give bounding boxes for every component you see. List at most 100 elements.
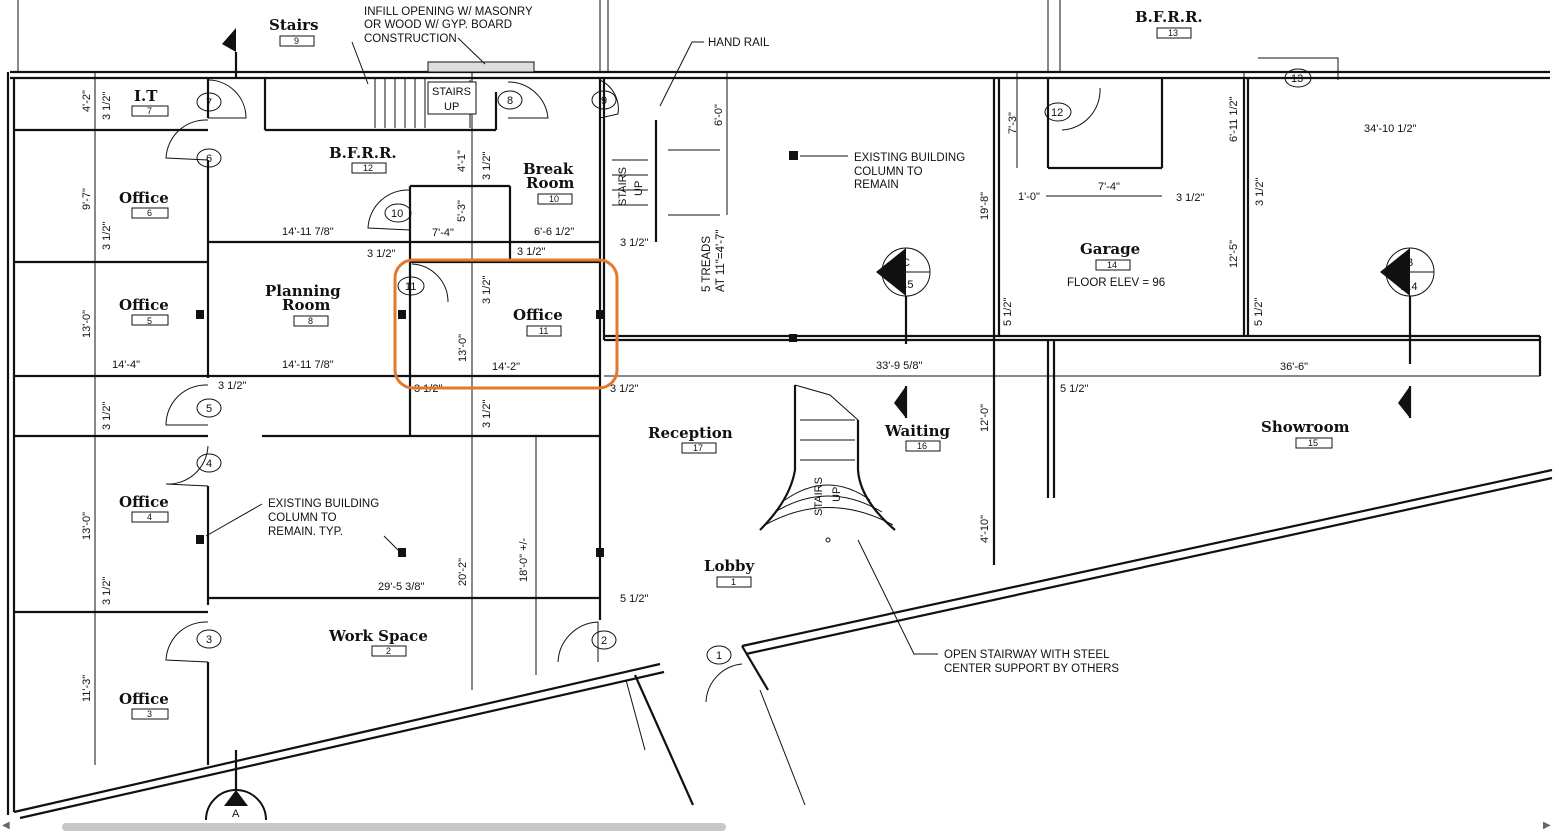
- section-markers: C A.5 B A.4 A: [205, 28, 1435, 821]
- dim-label: 3 1/2": [620, 237, 648, 249]
- room-name-line2: Room: [282, 296, 330, 314]
- section-sheet: A.5: [897, 279, 914, 291]
- room-number: 3: [147, 709, 152, 719]
- dim-label: 29'-5 3/8": [378, 581, 424, 593]
- door-tag: 4: [206, 458, 212, 470]
- door-tag: 3: [206, 634, 212, 646]
- dim-label: 6'-0": [713, 104, 725, 126]
- room-number: 8: [308, 316, 313, 326]
- scroll-left-arrow-icon[interactable]: ◀: [2, 820, 10, 831]
- note-treads-1: 5 TREADS: [701, 236, 713, 292]
- dim-label: 3 1/2": [610, 383, 638, 395]
- note-treads-2: AT 11"=4'-7": [715, 230, 727, 292]
- dim-label: 14'-4": [112, 359, 140, 371]
- room-name: Planning: [265, 282, 341, 300]
- room-number: 4: [147, 512, 152, 522]
- room-name: Stairs: [269, 16, 319, 34]
- dim-label: 3 1/2": [481, 152, 493, 180]
- dim-label: 18'-0" +/-: [518, 537, 530, 582]
- dim-label: 9'-7": [81, 188, 93, 210]
- dim-label: 6'-6 1/2": [534, 226, 574, 238]
- dim-label: 7'-3": [1007, 112, 1019, 134]
- room-name: Lobby: [704, 557, 756, 575]
- dim-label: 34'-10 1/2": [1364, 123, 1417, 135]
- room-number: 10: [549, 194, 559, 204]
- door-swings: [165, 57, 1339, 703]
- dim-label: 7'-4": [1098, 181, 1120, 193]
- dim-label: 13'-0": [457, 334, 469, 362]
- room-number: 14: [1107, 260, 1117, 270]
- room-number: 9: [294, 36, 299, 46]
- stair-up-label: UP: [444, 101, 459, 113]
- dim-label: 13'-0": [81, 310, 93, 338]
- dim-label: 20'-2": [457, 558, 469, 586]
- door-tag: 6: [206, 153, 212, 165]
- dim-label: 12'-0": [979, 404, 991, 432]
- dim-label: 3 1/2": [101, 222, 113, 250]
- room-number: 12: [363, 163, 373, 173]
- door-tag: 8: [507, 95, 513, 107]
- scroll-right-arrow-icon[interactable]: ▶: [1543, 820, 1551, 831]
- note-column-left-3: REMAIN. TYP.: [268, 526, 343, 538]
- stair-label: STAIRS: [432, 86, 471, 98]
- room-name: Work Space: [328, 627, 428, 645]
- note-open-stair-2: CENTER SUPPORT BY OTHERS: [944, 663, 1119, 675]
- stair-label: STAIRS: [813, 477, 825, 516]
- room-name-line2: Room: [526, 174, 574, 192]
- dim-label: 3 1/2": [517, 246, 545, 258]
- section-letter: A: [232, 808, 240, 820]
- dim-label: 13'-0": [81, 512, 93, 540]
- room-name: Office: [119, 690, 169, 708]
- room-number: 7: [147, 106, 152, 116]
- dim-label: 33'-9 5/8": [876, 360, 922, 372]
- room-name: Office: [513, 306, 563, 324]
- dim-label: 3 1/2": [101, 402, 113, 430]
- note-column-left-1: EXISTING BUILDING: [268, 498, 379, 510]
- door-tags: 1 2 3 4 5 6 7 8 9 10 11 12 13: [196, 68, 1312, 665]
- dim-label: 11'-3": [81, 675, 93, 702]
- room-name: Office: [119, 296, 169, 314]
- door-tag: 2: [601, 635, 607, 647]
- dim-label: 14'-11 7/8": [282, 226, 334, 238]
- dimension-text: 4'-2" 3 1/2" 9'-7" 3 1/2" 13'-0" 14'-4" …: [81, 90, 1417, 702]
- horizontal-scrollbar-thumb[interactable]: [62, 823, 726, 831]
- dim-label: 3 1/2": [367, 248, 395, 260]
- note-open-stair-1: OPEN STAIRWAY WITH STEEL: [944, 649, 1110, 661]
- dimension-lines: [14, 72, 1540, 765]
- room-name: Office: [119, 493, 169, 511]
- note-infill-line2: OR WOOD W/ GYP. BOARD: [364, 19, 512, 31]
- dim-label: 4'-10": [979, 515, 991, 543]
- dim-label: 3 1/2": [218, 380, 246, 392]
- room-name: Office: [119, 189, 169, 207]
- dim-label: 14'-11 7/8": [282, 359, 334, 371]
- room-number: 15: [1308, 438, 1318, 448]
- garage-floor-elev: FLOOR ELEV = 96: [1067, 277, 1165, 289]
- building-walls: [6, 0, 1553, 820]
- dim-label: 4'-2": [81, 90, 93, 112]
- door-tag: 10: [391, 208, 403, 220]
- dim-label: 3 1/2": [1176, 192, 1204, 204]
- dim-label: 5 1/2": [1002, 298, 1014, 326]
- dim-label: 3 1/2": [101, 92, 113, 120]
- room-name: I.T: [134, 87, 158, 105]
- room-number: 2: [386, 646, 391, 656]
- dim-label: 4'-1": [456, 150, 468, 172]
- dim-label: 3 1/2": [481, 276, 493, 304]
- room-number: 1: [731, 577, 736, 587]
- dim-label: 5 1/2": [620, 593, 648, 605]
- room-number: 17: [693, 443, 703, 453]
- door-tag: 1: [716, 650, 722, 662]
- door-tag: 9: [601, 95, 607, 107]
- dim-label: 14'-2": [492, 361, 520, 373]
- door-tag: 11: [405, 281, 416, 293]
- dim-label: 36'-6": [1280, 361, 1308, 373]
- section-sheet: A.4: [1401, 281, 1418, 293]
- stair-treads: [374, 78, 896, 543]
- note-column-top-2: COLUMN TO: [854, 166, 923, 178]
- dim-label: 3 1/2": [101, 577, 113, 605]
- room-name: Waiting: [884, 422, 950, 440]
- note-column-left-2: COLUMN TO: [268, 512, 337, 524]
- dim-label: 5 1/2": [1060, 383, 1088, 395]
- note-infill-line3: CONSTRUCTION: [364, 33, 457, 45]
